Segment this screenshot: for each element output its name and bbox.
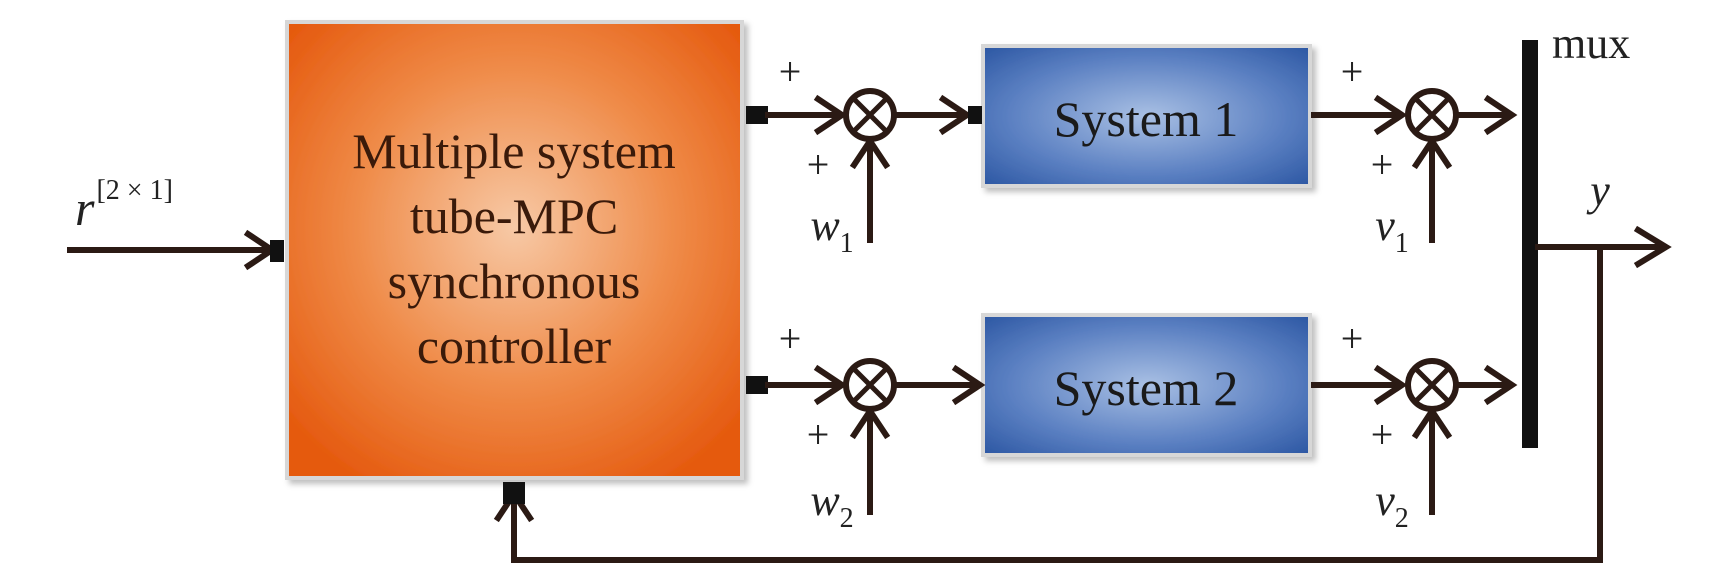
reference-signal-label: r[2 × 1] bbox=[75, 175, 173, 236]
controller-block: Multiple system tube-MPC synchronous con… bbox=[285, 20, 744, 480]
sum-v2-to-mux-wire bbox=[1453, 364, 1518, 406]
v2-input-wire bbox=[1411, 405, 1453, 515]
system-2-output-wire bbox=[1311, 364, 1408, 406]
feedback-wire bbox=[493, 244, 1603, 563]
system-1-block: System 1 bbox=[981, 44, 1312, 188]
sum-1-to-system-1-wire bbox=[891, 94, 982, 136]
system-1-output-wire bbox=[1311, 94, 1408, 136]
controller-label-line-1: Multiple system bbox=[352, 123, 676, 179]
plus-sign-u1: + bbox=[779, 49, 802, 94]
plus-sign-u2: + bbox=[779, 316, 802, 361]
mux-bar bbox=[1522, 40, 1538, 448]
system-2-label: System 2 bbox=[1054, 360, 1239, 416]
sum-v1-to-mux-wire bbox=[1453, 94, 1518, 136]
sum-junction-w2 bbox=[843, 358, 897, 412]
controller-output-1-wire bbox=[746, 94, 848, 136]
w1-label: w1 bbox=[810, 201, 853, 259]
controller-label-line-2: tube-MPC bbox=[410, 188, 618, 244]
sum-junction-v2 bbox=[1405, 358, 1459, 412]
mux-label: mux bbox=[1552, 19, 1630, 68]
plus-sign-y1: + bbox=[1341, 49, 1364, 94]
plus-sign-w1: + bbox=[807, 142, 830, 187]
plus-sign-v1: + bbox=[1371, 142, 1394, 187]
v1-input-wire bbox=[1411, 135, 1453, 243]
controller-label-line-4: controller bbox=[417, 318, 612, 374]
system-2-block: System 2 bbox=[981, 313, 1312, 457]
controller-output-2-wire bbox=[746, 364, 848, 406]
v1-label: v1 bbox=[1375, 201, 1409, 259]
w1-input-wire bbox=[849, 135, 891, 243]
w2-label: w2 bbox=[810, 476, 853, 534]
controller-label-line-3: synchronous bbox=[388, 253, 641, 309]
output-y-label: y bbox=[1586, 166, 1610, 215]
plus-sign-y2: + bbox=[1341, 316, 1364, 361]
system-1-label: System 1 bbox=[1054, 91, 1239, 147]
plus-sign-v2: + bbox=[1371, 412, 1394, 457]
plus-sign-w2: + bbox=[807, 412, 830, 457]
sum-2-to-system-2-wire bbox=[891, 364, 986, 406]
reference-input-wire bbox=[67, 229, 284, 271]
sum-junction-w1 bbox=[843, 88, 897, 142]
sum-junction-v1 bbox=[1405, 88, 1459, 142]
v2-label: v2 bbox=[1375, 476, 1409, 534]
w2-input-wire bbox=[849, 405, 891, 515]
